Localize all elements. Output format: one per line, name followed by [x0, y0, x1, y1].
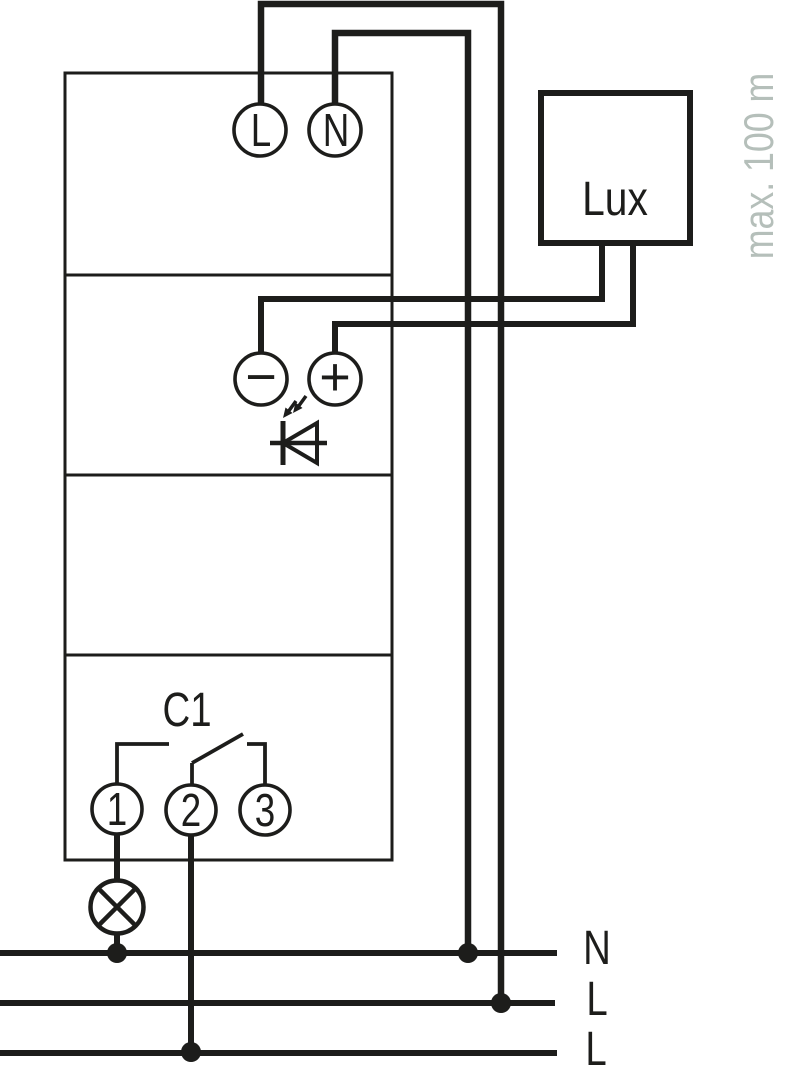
bus-l1-label: L — [586, 973, 608, 1027]
wire-sensor-minus — [258, 243, 605, 353]
terminal-2-label: 2 — [180, 784, 202, 837]
terminal-circle-2 — [164, 783, 218, 837]
contact-terminal1 — [115, 742, 169, 783]
terminal-circle-n — [307, 102, 363, 158]
contact-blade — [191, 732, 244, 765]
light-arrow-1 — [286, 399, 298, 414]
terminal-circle-l — [232, 102, 288, 158]
light-arrow-1-head — [283, 407, 293, 418]
lux-sensor-label: Lux — [582, 173, 648, 227]
lamp-icon — [88, 834, 146, 951]
terminal-1-label: 1 — [106, 783, 128, 836]
junction-dot-lamp-n — [107, 943, 127, 963]
terminal-circle-3 — [238, 783, 292, 837]
junction-dot-l2 — [181, 1042, 201, 1062]
wire-n-supply — [331, 29, 472, 953]
relay-switch-icon — [115, 732, 267, 785]
terminal-n-label: N — [322, 104, 350, 157]
photodiode-triangle — [279, 419, 319, 467]
terminal-minus-label: − — [245, 346, 277, 407]
terminal-l-label: L — [250, 104, 272, 157]
bus-l2-label: L — [585, 1023, 607, 1077]
bus-n-label: N — [583, 922, 611, 976]
wire-sensor-plus — [332, 243, 636, 353]
photodiode-icon — [270, 394, 327, 467]
junction-dot-n — [458, 943, 478, 963]
lamp-cross-2 — [96, 886, 138, 928]
light-arrow-2 — [296, 394, 308, 409]
terminal-plus-label: + — [319, 346, 351, 407]
terminal-3-label: 3 — [254, 784, 276, 837]
junction-dot-l1 — [491, 993, 511, 1013]
terminal-circle-minus — [233, 351, 289, 407]
wire-l-supply — [257, 0, 505, 1003]
lux-sensor-box — [538, 90, 693, 246]
contact-terminal3 — [247, 742, 267, 785]
device-outline — [63, 71, 394, 862]
light-arrow-2-head — [293, 402, 303, 413]
relay-contact-label: C1 — [162, 684, 212, 738]
cable-length-note: max. 100 m — [735, 72, 782, 260]
terminal-circle-plus — [307, 351, 363, 407]
